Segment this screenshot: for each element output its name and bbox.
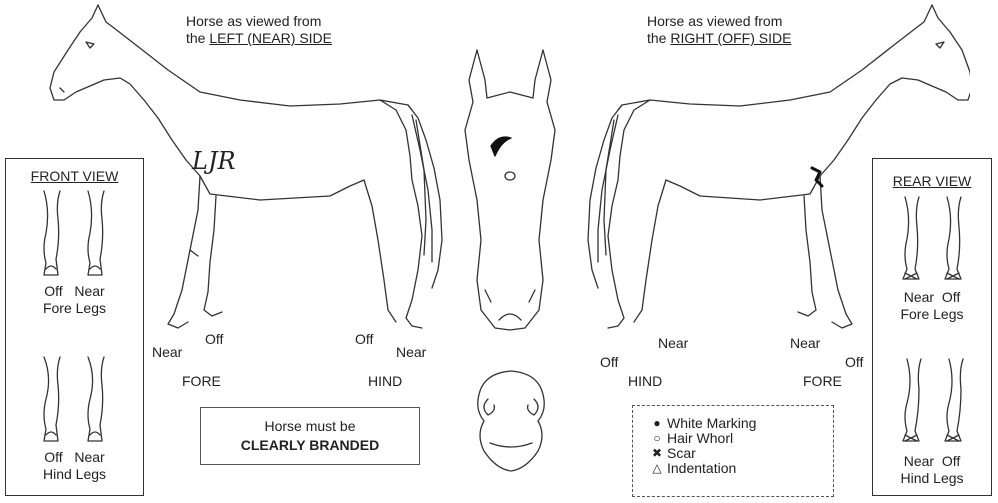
- key-symbol: ●: [647, 416, 667, 431]
- key-symbol: △: [647, 461, 667, 476]
- rear-view-title: REAR VIEW: [873, 173, 991, 189]
- front-hind-left-label: Off: [44, 449, 62, 465]
- key-item: ✖Scar: [647, 446, 833, 461]
- front-view-panel: FRONT VIEW Off Near Fore Legs Off Near H…: [5, 158, 144, 496]
- brand-mark: LJR: [192, 147, 236, 175]
- front-hind-right-label: Near: [74, 449, 104, 465]
- left-caption-underlined: LEFT (NEAR) SIDE: [209, 30, 332, 46]
- right-fore-label: FORE: [803, 373, 842, 389]
- front-view-title: FRONT VIEW: [6, 168, 143, 184]
- front-fore-labels: Off Near Fore Legs: [6, 283, 143, 317]
- marking-key-box: ●White Marking○Hair Whorl✖Scar△Indentati…: [632, 405, 834, 497]
- left-caption-prefix: the: [186, 30, 209, 46]
- left-near-hind-label: Near: [396, 344, 426, 360]
- front-fore-side-labels: Off Near: [6, 283, 143, 300]
- rear-fore-caption: Fore Legs: [873, 306, 991, 323]
- rear-fore-right-label: Off: [942, 289, 960, 305]
- right-off-fore-label: Off: [845, 354, 863, 370]
- left-side-caption: Horse as viewed from the LEFT (NEAR) SID…: [186, 13, 386, 47]
- key-label: Hair Whorl: [667, 431, 733, 446]
- right-caption-line2: the RIGHT (OFF) SIDE: [647, 30, 847, 47]
- head-front-drawing: [455, 40, 565, 340]
- front-fore-left-label: Off: [44, 283, 62, 299]
- branding-notice-line2: CLEARLY BRANDED: [201, 437, 419, 453]
- front-fore-legs-drawing: [34, 189, 114, 279]
- rear-hind-legs-drawing: [893, 357, 973, 447]
- rear-view-panel: REAR VIEW Near Off Fore Legs Near Off Hi…: [872, 158, 992, 496]
- front-hind-side-labels: Off Near: [6, 449, 143, 466]
- right-caption-prefix: the: [647, 30, 670, 46]
- rear-hind-left-label: Near: [904, 453, 934, 469]
- rear-fore-legs-drawing: [893, 195, 973, 285]
- key-symbol: ○: [647, 431, 667, 446]
- right-off-hind-label: Off: [600, 354, 618, 370]
- left-caption-line2: the LEFT (NEAR) SIDE: [186, 30, 386, 47]
- rear-hind-labels: Near Off Hind Legs: [873, 453, 991, 487]
- left-near-fore-label: Near: [152, 344, 182, 360]
- front-hind-legs-drawing: [34, 355, 114, 445]
- rear-hind-right-label: Off: [942, 453, 960, 469]
- right-side-caption: Horse as viewed from the RIGHT (OFF) SID…: [647, 13, 847, 47]
- right-caption-line1: Horse as viewed from: [647, 13, 847, 30]
- key-label: White Marking: [667, 416, 756, 431]
- left-fore-label: FORE: [182, 373, 221, 389]
- right-near-fore-label: Near: [790, 335, 820, 351]
- key-label: Indentation: [667, 461, 736, 476]
- front-fore-right-label: Near: [74, 283, 104, 299]
- left-off-fore-label: Off: [205, 331, 223, 347]
- right-near-hind-label: Near: [658, 335, 688, 351]
- right-hind-label: HIND: [628, 373, 662, 389]
- muzzle-drawing: [466, 365, 556, 475]
- branding-notice-box: Horse must be CLEARLY BRANDED: [200, 407, 420, 465]
- key-item: ●White Marking: [647, 416, 833, 431]
- front-hind-caption: Hind Legs: [6, 466, 143, 483]
- rear-hind-side-labels: Near Off: [873, 453, 991, 470]
- front-hind-labels: Off Near Hind Legs: [6, 449, 143, 483]
- rear-fore-left-label: Near: [904, 289, 934, 305]
- key-item: △Indentation: [647, 461, 833, 476]
- key-label: Scar: [667, 446, 696, 461]
- branding-notice-line1: Horse must be: [201, 418, 419, 434]
- key-item: ○Hair Whorl: [647, 431, 833, 446]
- marking-key-list: ●White Marking○Hair Whorl✖Scar△Indentati…: [647, 416, 833, 476]
- left-off-hind-label: Off: [355, 331, 373, 347]
- rear-fore-labels: Near Off Fore Legs: [873, 289, 991, 323]
- key-symbol: ✖: [647, 446, 667, 461]
- left-hind-label: HIND: [368, 373, 402, 389]
- right-caption-underlined: RIGHT (OFF) SIDE: [670, 30, 791, 46]
- rear-hind-caption: Hind Legs: [873, 470, 991, 487]
- front-fore-caption: Fore Legs: [6, 300, 143, 317]
- left-caption-line1: Horse as viewed from: [186, 13, 386, 30]
- rear-fore-side-labels: Near Off: [873, 289, 991, 306]
